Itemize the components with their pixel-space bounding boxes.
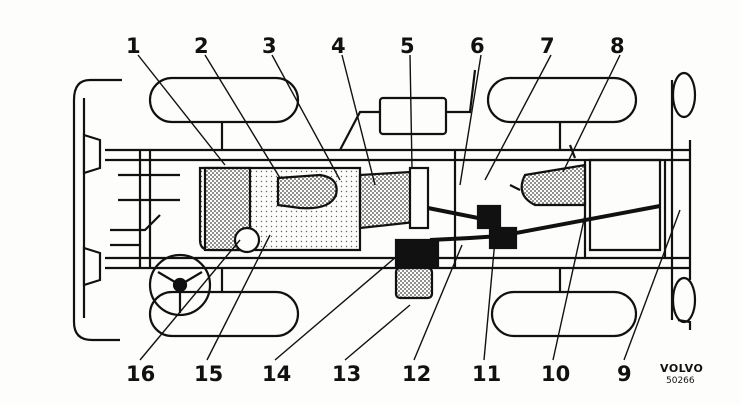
steering-linkage <box>110 214 161 247</box>
callout-14: 14 <box>262 362 291 386</box>
front-wheel-top <box>148 76 300 124</box>
gearbox <box>358 170 417 230</box>
leader-12 <box>413 244 463 361</box>
callout-1: 1 <box>126 34 141 58</box>
figure-code: 50266 <box>666 376 695 386</box>
leader-13 <box>344 304 411 361</box>
cross-member-front <box>138 150 152 268</box>
propeller-shaft-lower <box>429 204 661 242</box>
spare-tire-top <box>671 71 697 119</box>
leader-8 <box>562 54 621 173</box>
leader-7 <box>484 54 552 181</box>
brand-label: VOLVO <box>660 362 703 375</box>
callout-5: 5 <box>400 34 415 58</box>
callout-13: 13 <box>332 362 361 386</box>
rear-wheel-top <box>486 76 638 124</box>
callouts-bottom: 16 15 14 13 12 11 10 9 <box>126 362 632 386</box>
valve-cover <box>276 173 338 210</box>
callout-9: 9 <box>617 362 632 386</box>
leader-10 <box>552 214 586 361</box>
callout-11: 11 <box>472 362 501 386</box>
callout-10: 10 <box>541 362 570 386</box>
air-cleaner <box>233 226 261 254</box>
fuel-tank <box>378 96 448 136</box>
steering-spokes <box>157 271 203 313</box>
universal-joint-mid <box>488 226 518 250</box>
leader-4 <box>341 54 376 186</box>
rear-differential <box>520 163 587 207</box>
winch-drum <box>394 238 440 268</box>
leader-16 <box>139 239 241 361</box>
callouts-top: 1 2 3 4 5 6 7 8 <box>126 34 625 58</box>
rear-bumper <box>670 80 692 320</box>
leader-2 <box>204 54 281 179</box>
frame-rail-top <box>105 148 690 162</box>
spare-tire-bottom <box>671 276 697 324</box>
front-spring <box>118 173 180 202</box>
headlight-top <box>82 133 102 175</box>
leader-6 <box>459 54 482 186</box>
callout-6: 6 <box>470 34 485 58</box>
leader-9 <box>623 209 681 361</box>
steering-wheel <box>148 253 212 317</box>
leader-1 <box>137 54 226 166</box>
callout-7: 7 <box>540 34 555 58</box>
front-bumper <box>72 78 122 342</box>
fuel-line <box>339 69 477 151</box>
leader-14 <box>274 244 411 361</box>
headlight-bottom <box>82 246 102 287</box>
leader-11 <box>483 239 496 361</box>
callout-15: 15 <box>194 362 223 386</box>
tow-hook <box>677 318 692 330</box>
callout-16: 16 <box>126 362 155 386</box>
rear-frame-box <box>588 158 662 252</box>
callout-4: 4 <box>331 34 346 58</box>
callout-3: 3 <box>262 34 277 58</box>
leader-15 <box>206 234 271 361</box>
leader-3 <box>271 54 341 181</box>
callout-2: 2 <box>194 34 209 58</box>
callout-12: 12 <box>402 362 431 386</box>
transfer-case <box>408 166 430 230</box>
leader-5 <box>409 54 413 169</box>
winch-spool <box>394 266 434 300</box>
callout-8: 8 <box>610 34 625 58</box>
universal-joint-front <box>476 204 502 230</box>
leader-lines <box>137 54 681 361</box>
rear-wheel-bottom <box>490 290 638 338</box>
